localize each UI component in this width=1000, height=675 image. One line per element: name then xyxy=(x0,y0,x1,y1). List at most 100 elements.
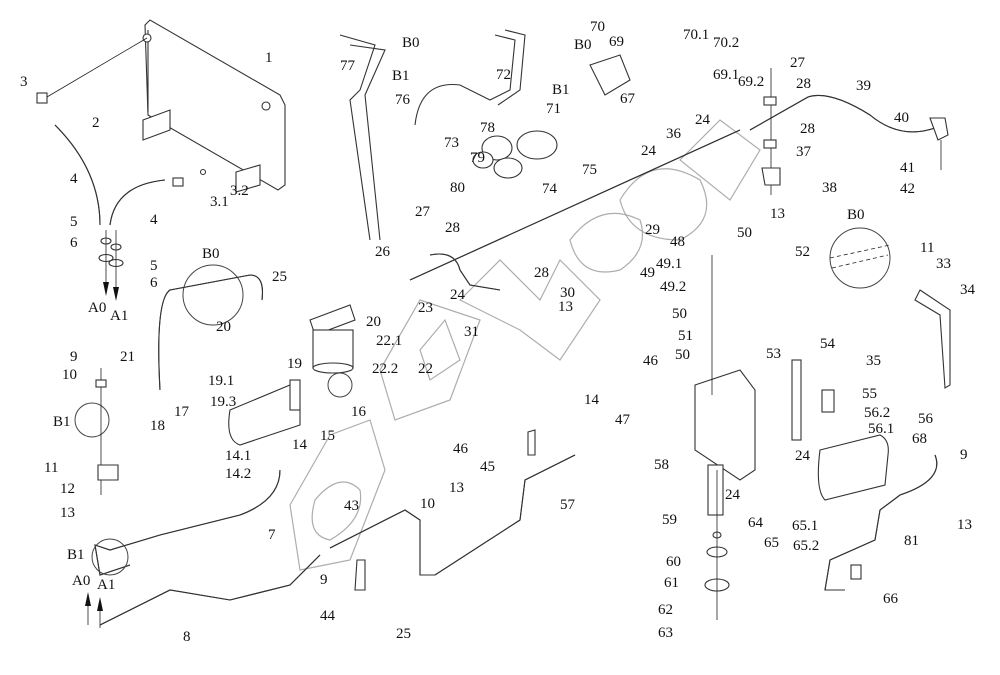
part-label: 22.2 xyxy=(372,361,398,377)
part-label: 13 xyxy=(770,206,785,222)
detail-view-b0-left xyxy=(182,264,244,326)
clamp-part-28[interactable] xyxy=(763,139,777,149)
part-label: 28 xyxy=(800,121,815,137)
part-label: 22 xyxy=(418,361,433,377)
fitting-part-66[interactable] xyxy=(850,564,862,580)
part-label: 68 xyxy=(912,431,927,447)
part-label: 20 xyxy=(366,314,381,330)
view-marker-label: B0 xyxy=(574,37,592,53)
pump-part-15[interactable] xyxy=(228,379,301,446)
part-label: 72 xyxy=(496,67,511,83)
part-label: 17 xyxy=(174,404,190,420)
washers-parts-5-6[interactable] xyxy=(98,237,124,268)
bracket-part-34[interactable] xyxy=(914,289,951,389)
clamp-part-28[interactable] xyxy=(763,96,777,106)
view-marker-label: A0 xyxy=(72,573,90,589)
bracket-part-12[interactable] xyxy=(97,464,119,481)
watermark xyxy=(289,119,761,571)
part-label: 39 xyxy=(856,78,871,94)
oring-part-16[interactable] xyxy=(327,372,353,398)
view-marker-label: B0 xyxy=(847,207,865,223)
part-label: 78 xyxy=(480,120,495,136)
pump-part-right[interactable] xyxy=(817,434,889,501)
part-label: 70.1 xyxy=(683,27,709,43)
part-label: 60 xyxy=(666,554,681,570)
reservoir-part-58[interactable] xyxy=(694,369,756,481)
part-label: 52 xyxy=(795,244,810,260)
part-label: 14.2 xyxy=(225,466,251,482)
part-label: 79 xyxy=(470,150,485,166)
part-label: 55 xyxy=(862,386,877,402)
part-label: 37 xyxy=(796,144,812,160)
part-label: 9 xyxy=(960,447,968,463)
part-label: 36 xyxy=(666,126,682,142)
part-label: 15 xyxy=(320,428,335,444)
clamp-part-10[interactable] xyxy=(95,379,107,388)
pipe-part-7[interactable] xyxy=(94,469,281,576)
part-label: 23 xyxy=(418,300,433,316)
part-label: 69.1 xyxy=(713,67,739,83)
part-label: 43 xyxy=(344,498,359,514)
part-label: 45 xyxy=(480,459,495,475)
part-label: 53 xyxy=(766,346,781,362)
filter-element-part-59[interactable] xyxy=(707,464,724,516)
part-label: 64 xyxy=(748,515,764,531)
part-label: 24 xyxy=(795,448,811,464)
filter-part-22[interactable] xyxy=(309,304,356,374)
fitting-part-3[interactable] xyxy=(36,92,48,104)
detail-view-b1-left xyxy=(74,402,110,438)
part-label: 48 xyxy=(670,234,685,250)
part-label: 28 xyxy=(796,76,811,92)
hose-part-4[interactable] xyxy=(54,124,166,226)
view-marker-label: B1 xyxy=(53,414,71,430)
clip-part-74[interactable] xyxy=(493,157,523,179)
part-label: 13 xyxy=(449,480,464,496)
part-label: 14 xyxy=(292,437,308,453)
bracket-part-37[interactable] xyxy=(761,167,781,186)
arrows-a0-a1-top xyxy=(103,230,119,301)
pipe-part-8[interactable] xyxy=(99,554,321,626)
part-label: 71 xyxy=(546,101,561,117)
hydraulic-lines-76-77[interactable] xyxy=(339,34,386,241)
pipe-part-29[interactable] xyxy=(409,129,741,281)
part-label: 50 xyxy=(672,306,687,322)
pipe-part-39[interactable] xyxy=(749,94,936,133)
breather-part-40[interactable] xyxy=(929,117,949,141)
hydraulic-lines-71-72[interactable] xyxy=(414,29,526,126)
part-label: 30 xyxy=(560,285,575,301)
valve-part-67[interactable] xyxy=(589,54,631,96)
part-label: 49.2 xyxy=(660,279,686,295)
oring-part-3-2[interactable] xyxy=(199,168,207,176)
part-label: 54 xyxy=(820,336,836,352)
part-label: 14.1 xyxy=(225,448,251,464)
part-label: 26 xyxy=(375,244,391,260)
part-label: 59 xyxy=(662,512,677,528)
view-marker-label: B1 xyxy=(392,68,410,84)
part-label: 56.2 xyxy=(864,405,890,421)
level-gauge-part-54[interactable] xyxy=(791,359,802,441)
part-label: 13 xyxy=(957,517,972,533)
bracket-part-44[interactable] xyxy=(354,559,366,591)
part-label: 1 xyxy=(265,50,273,66)
tank-part-1[interactable] xyxy=(142,19,286,193)
fitting-part-55[interactable] xyxy=(821,389,835,413)
part-label: 13 xyxy=(60,505,75,521)
clamp-part-45[interactable] xyxy=(527,429,536,456)
part-label: 50 xyxy=(737,225,752,241)
detail-view-b0-right xyxy=(829,227,891,289)
part-label: 18 xyxy=(150,418,165,434)
clip-part-79[interactable] xyxy=(472,151,494,169)
part-label: 22.1 xyxy=(376,333,402,349)
part-label: 75 xyxy=(582,162,597,178)
fitting-part-3-1[interactable] xyxy=(172,177,184,187)
pipe-part-43[interactable] xyxy=(329,454,576,576)
view-marker-label: B0 xyxy=(202,246,220,262)
part-label: 3 xyxy=(20,74,28,90)
part-label: 4 xyxy=(70,171,78,187)
part-label: 41 xyxy=(900,160,915,176)
part-label: 44 xyxy=(320,608,336,624)
plate-part-75[interactable] xyxy=(516,130,558,160)
part-label: 5 xyxy=(70,214,78,230)
part-label: 21 xyxy=(120,349,135,365)
